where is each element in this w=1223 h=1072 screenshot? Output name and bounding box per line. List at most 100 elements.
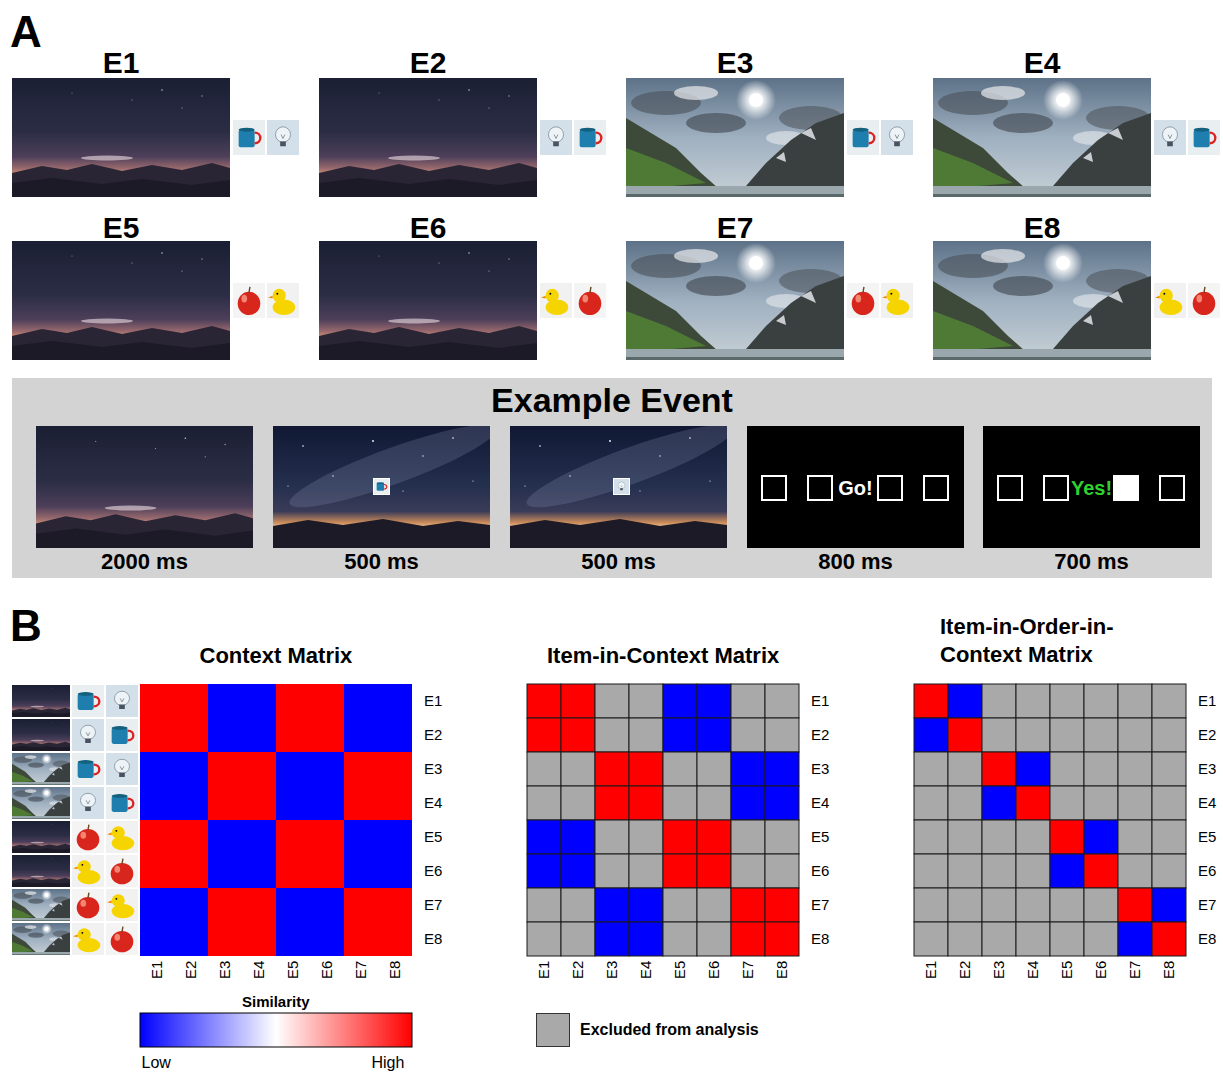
node-title: E1 [103,46,140,80]
apple-image [847,283,879,318]
matrix-cell [174,922,208,956]
row-label: E4 [1198,794,1216,812]
matrix-cell [242,786,276,820]
row-label: E8 [424,930,442,948]
matrix-cell [242,820,276,854]
label-anchor: E4 [1024,961,1042,979]
matrix-cell [629,786,663,820]
node-title: Yes! [1071,476,1112,500]
matrix-cell [378,820,412,854]
matrix-cell [914,718,948,752]
matrix-cell [982,752,1016,786]
matrix-cell [140,752,174,786]
duration-label: 800 ms [818,548,893,576]
matrix-cell [1152,888,1186,922]
legend-text: Excluded from analysis [580,1020,759,1040]
matrix-cell [378,684,412,718]
label-anchor: E1 [1198,692,1216,710]
matrix-cell [208,888,242,922]
label-anchor: E6 [705,961,723,979]
apple-image [233,283,265,318]
bulb-image [540,120,572,155]
label-anchor: E1 [922,961,940,979]
node-title: Go! [838,476,872,500]
matrix-cell [561,786,595,820]
matrix-cell [697,922,731,956]
matrix-cell [344,684,378,718]
response-box [808,476,832,500]
matrix-cell [344,752,378,786]
label-anchor: Low [142,1053,171,1072]
bulb-image [72,719,104,751]
matrix-cell [1152,718,1186,752]
duck-image [881,283,913,318]
label-anchor: B [10,600,42,653]
matrix-cell [731,854,765,888]
matrix-cell [208,854,242,888]
matrix-cell [697,684,731,718]
bulb-image [106,753,138,785]
matrix-cell [276,752,310,786]
night-image [12,78,230,197]
bulb-image [267,120,299,155]
item-border [613,478,630,495]
event-frame: Yes!700 ms [983,426,1200,572]
event-frame: 500 ms [273,426,490,572]
matrix-cell [140,854,174,888]
duck-image [1154,283,1186,318]
row-label: E6 [811,862,829,880]
response-box [998,476,1022,500]
matrix-cell [1016,888,1050,922]
response-box [762,476,786,500]
label-anchor: E6 [424,862,442,880]
matrix-cell [595,786,629,820]
mount-image [12,923,70,955]
column-label: E1 [148,961,166,979]
label-anchor: E6 [1092,961,1110,979]
matrix-cell [310,752,344,786]
event-scene: E8 [933,211,1151,360]
row-label: E3 [424,760,442,778]
matrix-cell [1016,684,1050,718]
row-label: E4 [424,794,442,812]
label-anchor: E2 [424,726,442,744]
apple-image [106,923,138,955]
night-image [319,241,537,360]
label-anchor: E3 [603,961,621,979]
matrix-cell [174,888,208,922]
matrix-cell [378,888,412,922]
matrix-cell [208,752,242,786]
response-box-filled [1114,476,1138,500]
matrix-cell [276,888,310,922]
column-label: E4 [1024,961,1042,979]
matrix-cell [731,820,765,854]
mug-image [847,120,879,155]
matrix-cell [1050,752,1084,786]
row-label: E1 [1198,692,1216,710]
matrix-cell [1050,718,1084,752]
matrix-cell [1118,922,1152,956]
matrix-cell [561,888,595,922]
event-scene: E5 [12,211,230,360]
label-anchor: E7 [739,961,757,979]
matrix-cell [948,888,982,922]
matrix-cell [948,922,982,956]
scene-frame [510,411,740,548]
label-anchor: E1 [424,692,442,710]
matrix-cell [378,752,412,786]
label-anchor: E3 [424,760,442,778]
matrix-cell [140,820,174,854]
column-label: E8 [386,961,404,979]
matrix-cell [765,854,799,888]
matrix-cell [1084,820,1118,854]
matrix-cell [1050,684,1084,718]
item-border [373,478,390,495]
apple-image [574,283,606,318]
matrix-cell [765,888,799,922]
matrix-cell [697,786,731,820]
label-anchor: E3 [216,961,234,979]
label-anchor: E2 [182,961,200,979]
matrix-cell [1016,718,1050,752]
matrix-cell [527,684,561,718]
